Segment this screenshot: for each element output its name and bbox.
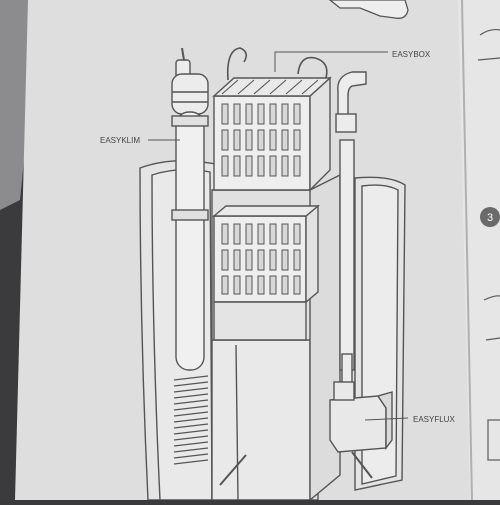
heater-clip-bottom <box>171 209 209 221</box>
tank-vents <box>173 375 209 465</box>
heater-clip-top <box>171 115 209 127</box>
pipe-inlet <box>341 353 353 385</box>
pump-side <box>376 391 393 451</box>
lighting-unit <box>328 0 409 19</box>
pipe-tube <box>339 139 355 371</box>
easyflux-leader <box>364 417 409 421</box>
pump-body <box>329 395 387 453</box>
easyflux-pump <box>329 381 393 479</box>
lower-cartridge-top <box>212 205 320 217</box>
page-gutter <box>461 0 473 501</box>
easybox-handle-right <box>297 56 328 79</box>
leader-lines <box>148 51 409 421</box>
pump-outlet <box>333 381 355 401</box>
step-badge: 3 <box>480 207 500 227</box>
return-pipe <box>335 71 367 385</box>
step-circle <box>480 207 500 227</box>
next-page-drawings <box>477 28 500 461</box>
easybox-top <box>212 77 332 97</box>
lower-cartridge <box>212 204 320 341</box>
easybox-side <box>309 76 331 192</box>
easybox-leader <box>274 51 388 72</box>
easyklim-label: EASYKLIM <box>100 136 140 145</box>
heater-head <box>171 73 209 115</box>
lower-cartridge-base <box>213 301 307 341</box>
pipe-coupling <box>335 113 357 133</box>
step-number: 3 <box>487 212 493 224</box>
heater-tube <box>175 111 205 371</box>
easyklim-heater <box>171 47 209 371</box>
pipe-elbow <box>337 71 367 119</box>
easyflux-label: EASYFLUX <box>413 415 455 424</box>
easybox-cartridge <box>212 47 332 192</box>
easybox-handle-left <box>226 47 248 81</box>
lower-cartridge-side <box>305 204 319 304</box>
easybox-label: EASYBOX <box>392 50 431 59</box>
